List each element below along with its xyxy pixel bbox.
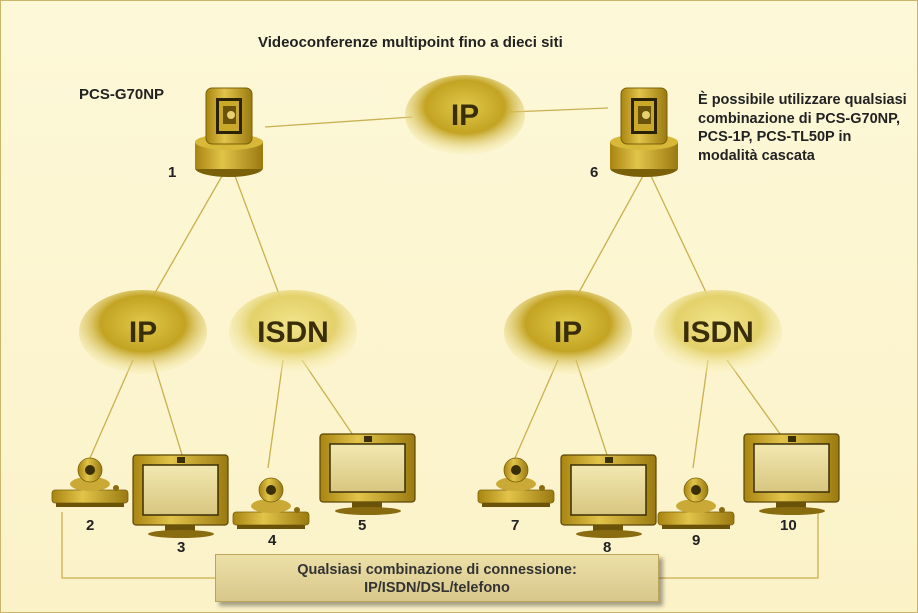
video-unit-site-9 [657, 477, 735, 529]
site-number-7: 7 [511, 517, 519, 534]
video-unit-site-2 [51, 457, 129, 507]
diagram-title: Videoconferenze multipoint fino a dieci … [258, 34, 563, 51]
site-number-2: 2 [86, 517, 94, 534]
site-number-5: 5 [358, 517, 366, 534]
site-number-10: 10 [780, 517, 797, 534]
connection-info-box: Qualsiasi combinazione di connessione: I… [215, 554, 659, 602]
cloud-ip-top: IP [405, 75, 525, 155]
cascade-note: È possibile utilizzare qualsiasi combina… [698, 92, 907, 164]
svg-text:IP: IP [554, 316, 582, 349]
cloud-isdn-right: ISDN [654, 290, 782, 374]
model-label: PCS-G70NP [79, 86, 165, 103]
site-number-8: 8 [603, 539, 611, 556]
monitor-site-3 [132, 454, 229, 538]
monitor-site-8 [560, 454, 657, 538]
site-number-6: 6 [590, 164, 598, 181]
svg-text:IP: IP [451, 99, 479, 132]
cloud-isdn-left: ISDN [229, 290, 357, 374]
cloud-ip-right: IP [504, 290, 632, 374]
connection-info-line-1: Qualsiasi combinazione di connessione: [297, 562, 577, 578]
ptz-camera-site-1 [195, 87, 263, 177]
video-unit-site-7 [477, 457, 555, 507]
ptz-camera-site-6 [610, 87, 678, 177]
connection-info-line-2: IP/ISDN/DSL/telefono [364, 580, 510, 596]
monitor-site-5 [319, 433, 416, 515]
svg-text:ISDN: ISDN [682, 316, 754, 349]
site-number-1: 1 [168, 164, 176, 181]
cloud-ip-left: IP [79, 290, 207, 374]
connection-lines [61, 107, 819, 579]
site-number-3: 3 [177, 539, 185, 556]
video-unit-site-4 [232, 477, 310, 529]
svg-text:IP: IP [129, 316, 157, 349]
svg-text:ISDN: ISDN [257, 316, 329, 349]
site-number-9: 9 [692, 532, 700, 549]
site-number-4: 4 [268, 532, 277, 549]
monitor-site-10 [743, 433, 840, 515]
